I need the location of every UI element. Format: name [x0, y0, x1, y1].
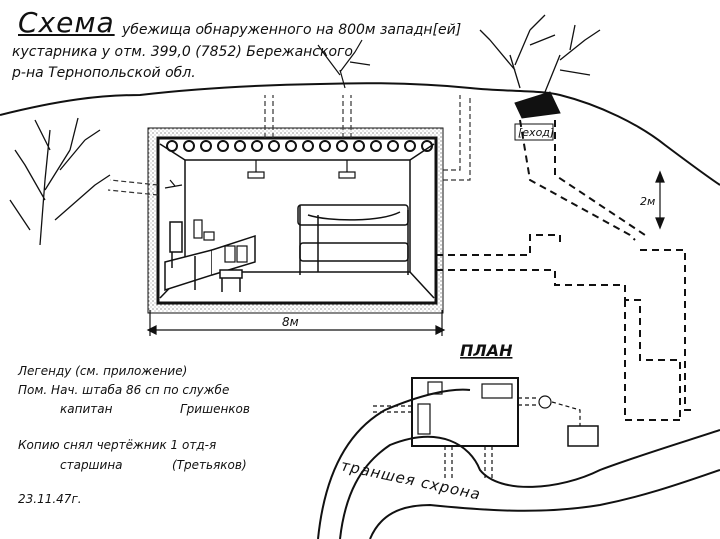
copy-name: (Третьяков)	[172, 458, 247, 472]
width-marker	[146, 310, 446, 336]
plan-bunk	[481, 383, 513, 399]
plan-passages	[370, 397, 581, 478]
scheme-title-word: Схема	[18, 6, 115, 39]
trench-label: траншея схрона	[339, 456, 482, 503]
plan-title: ПЛАН	[460, 341, 513, 360]
desk-items	[193, 219, 215, 241]
copy-line: Копию снял чертёжник 1 отд-я	[18, 438, 217, 452]
ceiling-log	[200, 140, 212, 152]
date: 23.11.47г.	[18, 492, 82, 506]
vent-shafts	[107, 95, 471, 196]
bunk-bed	[297, 204, 409, 275]
bush-top-center	[317, 39, 371, 89]
ceiling-lamp-1	[247, 160, 265, 179]
ceiling-log	[251, 140, 263, 152]
ceiling-log	[234, 140, 246, 152]
depth-label: 2м	[640, 195, 655, 208]
copy-rank: старшина	[60, 458, 123, 472]
author-rank: капитан	[60, 402, 113, 416]
exit-label-box	[514, 123, 554, 141]
title-line-2: кустарника у отм. 399,0 (7852) Бережанск…	[12, 44, 353, 60]
trench-lines	[317, 388, 720, 539]
canisters	[224, 245, 248, 263]
exit-tunnel	[436, 119, 695, 421]
bush-right	[479, 14, 601, 93]
ceiling-log	[370, 140, 382, 152]
room-perspective-edges	[159, 143, 435, 299]
ceiling-log	[268, 140, 280, 152]
exit-label: [exод]	[518, 126, 554, 139]
ceiling-log	[353, 140, 365, 152]
ceiling-log	[183, 140, 195, 152]
ceiling-log	[285, 140, 297, 152]
width-label: 8м	[282, 315, 299, 329]
stool	[219, 269, 243, 292]
ceiling-log	[319, 140, 331, 152]
exit-hatch	[514, 91, 561, 119]
legend-note: Легенду (см. приложение)	[18, 364, 188, 378]
plan-exit-well	[538, 395, 552, 409]
title-line-3: р-на Тернопольской обл.	[12, 65, 196, 81]
ceiling-log	[387, 140, 399, 152]
ceiling-log	[404, 140, 416, 152]
chair	[169, 221, 183, 268]
wall-shelf	[164, 179, 183, 189]
ceiling-log	[217, 140, 229, 152]
depth-marker	[655, 170, 665, 230]
plan-table	[417, 403, 431, 435]
ceiling-log	[302, 140, 314, 152]
author-name: Гришенков	[180, 402, 250, 416]
title-line-1: убежища обнаруженного на 800м западн[ей]	[122, 22, 462, 38]
ceiling-log	[336, 140, 348, 152]
ground-surface-line	[0, 82, 720, 186]
ceiling-logs	[166, 140, 433, 152]
bush-left	[9, 117, 111, 246]
author-line: Пом. Нач. штаба 86 сп по службе	[18, 383, 230, 397]
plan-exit	[567, 425, 599, 447]
ceiling-lamp-2	[338, 160, 356, 179]
